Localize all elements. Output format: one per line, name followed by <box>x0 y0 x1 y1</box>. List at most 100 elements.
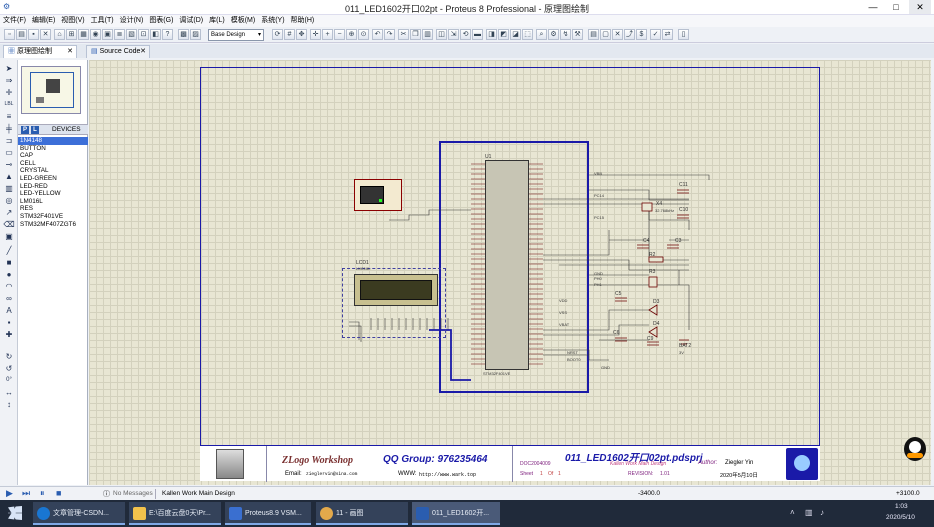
taskbar-item-proteus[interactable]: 011_LED1602开... <box>412 502 500 525</box>
search-icon[interactable]: ⌕ <box>536 29 547 40</box>
exit-parent-icon[interactable]: ⤴ <box>624 29 635 40</box>
menu-design[interactable]: 设计(N) <box>119 17 144 24</box>
path-icon[interactable]: ∞ <box>6 294 12 303</box>
package-icon[interactable]: ◪ <box>510 29 521 40</box>
current-probe-icon[interactable]: ⌫ <box>3 220 15 229</box>
marker-icon[interactable]: ✚ <box>5 330 13 339</box>
virtual-terminal[interactable] <box>354 179 402 211</box>
schematic-canvas[interactable]: U1 STM32F401VE <box>89 60 931 485</box>
netlist-pcb-icon[interactable]: ⇄ <box>662 29 673 40</box>
rotate-cw-icon[interactable]: ↻ <box>5 352 13 361</box>
new-sheet-icon[interactable]: ▢ <box>600 29 611 40</box>
list-item[interactable]: 1N4148 <box>18 137 88 145</box>
arc-icon[interactable]: ◠ <box>5 282 13 291</box>
overview-window[interactable] <box>21 66 81 114</box>
taskbar-item-csdn[interactable]: 文章管理-CSDN... <box>33 502 125 525</box>
list-item[interactable]: LED-GREEN <box>20 174 57 182</box>
selection-mode-icon[interactable]: ➤ <box>5 64 13 73</box>
wire-label-icon[interactable]: LBL <box>4 101 14 107</box>
pick-devices-button[interactable]: P <box>21 126 29 134</box>
schematic-icon[interactable]: ⊞ <box>66 29 77 40</box>
tab-schematic[interactable]: ▦ 原理图绘制 ✕ <box>3 45 77 58</box>
list-item[interactable]: STM32F401VE <box>20 212 64 220</box>
bus-icon[interactable]: ╪ <box>6 124 12 133</box>
device-pin-icon[interactable]: ⊸ <box>5 160 13 169</box>
voltage-probe-icon[interactable]: ↗ <box>5 208 13 217</box>
design-explorer-icon[interactable]: ▤ <box>588 29 599 40</box>
list-item[interactable]: LED-RED <box>20 182 48 190</box>
pan-icon[interactable]: ✛ <box>310 29 321 40</box>
mcu-u1[interactable] <box>485 160 529 370</box>
design-variant-select[interactable]: Base Design▾ <box>208 29 264 41</box>
list-item[interactable]: STM32MF407ZGT6 <box>20 220 76 228</box>
menu-help[interactable]: 帮助(H) <box>290 17 315 24</box>
symbol-icon[interactable]: ▪ <box>7 318 11 327</box>
menu-graph[interactable]: 图表(G) <box>149 17 174 24</box>
make-device-icon[interactable]: ◩ <box>498 29 509 40</box>
grid-icon[interactable]: # <box>284 29 295 40</box>
block-rotate-icon[interactable]: ⟲ <box>460 29 471 40</box>
virtual-instrument-icon[interactable]: ▣ <box>5 232 13 241</box>
open-folder-icon[interactable]: ▤ <box>16 29 27 40</box>
component-mode-icon[interactable]: ⇒ <box>5 76 13 85</box>
close-icon[interactable]: ✕ <box>67 48 73 55</box>
refresh-icon[interactable]: ⟳ <box>272 29 283 40</box>
circle-icon[interactable]: ● <box>6 270 12 279</box>
menu-library[interactable]: 库(L) <box>209 17 225 24</box>
zoom-all-icon[interactable]: ⊕ <box>346 29 357 40</box>
help-icon[interactable]: ? <box>162 29 173 40</box>
start-windows-icon[interactable] <box>8 506 22 520</box>
list-item[interactable]: CAP <box>20 152 33 160</box>
menu-debug[interactable]: 调试(D) <box>179 17 204 24</box>
vsm-icon[interactable]: ⊡ <box>138 29 149 40</box>
text-icon[interactable]: A <box>6 306 12 315</box>
erc-icon[interactable]: ✓ <box>650 29 661 40</box>
menu-system[interactable]: 系统(Y) <box>261 17 285 24</box>
menu-view[interactable]: 视图(V) <box>61 17 85 24</box>
remove-sheet-icon[interactable]: ✕ <box>612 29 623 40</box>
tray-network-icon[interactable]: ▥ <box>805 508 813 517</box>
bom-icon[interactable]: ≣ <box>114 29 125 40</box>
box-icon[interactable]: ■ <box>6 258 12 267</box>
home-icon[interactable]: ⌂ <box>54 29 65 40</box>
tab-source-code[interactable]: ▤ Source Code ✕ <box>86 45 150 58</box>
rotate-ccw-icon[interactable]: ↺ <box>5 364 13 373</box>
close-icon[interactable]: ✕ <box>140 48 146 55</box>
tray-up-icon[interactable]: ˄ <box>790 508 795 517</box>
qq-float-icon[interactable] <box>904 437 926 461</box>
pause-icon[interactable]: ⏸ <box>40 488 45 498</box>
list-item[interactable]: RES <box>20 205 33 213</box>
lcd-module[interactable] <box>354 274 438 306</box>
terminal-icon[interactable]: ▭ <box>5 148 13 157</box>
save-icon[interactable]: ▪ <box>28 29 39 40</box>
junction-icon[interactable]: ✛ <box>5 88 13 97</box>
tools-icon[interactable]: ⚒ <box>572 29 583 40</box>
text-script-icon[interactable]: ≡ <box>6 112 12 121</box>
paste-icon[interactable]: ▥ <box>422 29 433 40</box>
close-project-icon[interactable]: ✕ <box>40 29 51 40</box>
library-icon[interactable]: ◧ <box>150 29 161 40</box>
taskbar-item-paint[interactable]: 11 - 画图 <box>316 502 408 525</box>
decompose-icon[interactable]: ⬚ <box>522 29 533 40</box>
bill-icon[interactable]: $ <box>636 29 647 40</box>
pcb-icon[interactable]: ▦ <box>78 29 89 40</box>
tray-volume-icon[interactable]: ♪ <box>820 508 824 517</box>
step-icon[interactable]: ⏭ <box>22 488 31 498</box>
list-item[interactable]: BUTTON <box>20 144 46 152</box>
menu-template[interactable]: 模板(M) <box>230 17 256 24</box>
stop-icon[interactable]: ■ <box>56 488 62 498</box>
library-manager-button[interactable]: L <box>31 126 39 134</box>
list-item[interactable]: CRYSTAL <box>20 167 49 175</box>
zoom-in-icon[interactable]: + <box>322 29 333 40</box>
menu-tools[interactable]: 工具(T) <box>90 17 114 24</box>
source-code-icon[interactable]: ▧ <box>126 29 137 40</box>
maximize-button[interactable]: □ <box>893 2 899 12</box>
subcircuit-icon[interactable]: ⊐ <box>5 136 13 145</box>
list-item[interactable]: LM016L <box>20 197 43 205</box>
gerber-icon[interactable]: ◉ <box>90 29 101 40</box>
bin-icon[interactable]: ▩ <box>178 29 189 40</box>
zoom-area-icon[interactable]: ⊙ <box>358 29 369 40</box>
origin-icon[interactable]: ✥ <box>296 29 307 40</box>
list-item[interactable]: CELL <box>20 159 36 167</box>
document-icon[interactable]: ▯ <box>678 29 689 40</box>
